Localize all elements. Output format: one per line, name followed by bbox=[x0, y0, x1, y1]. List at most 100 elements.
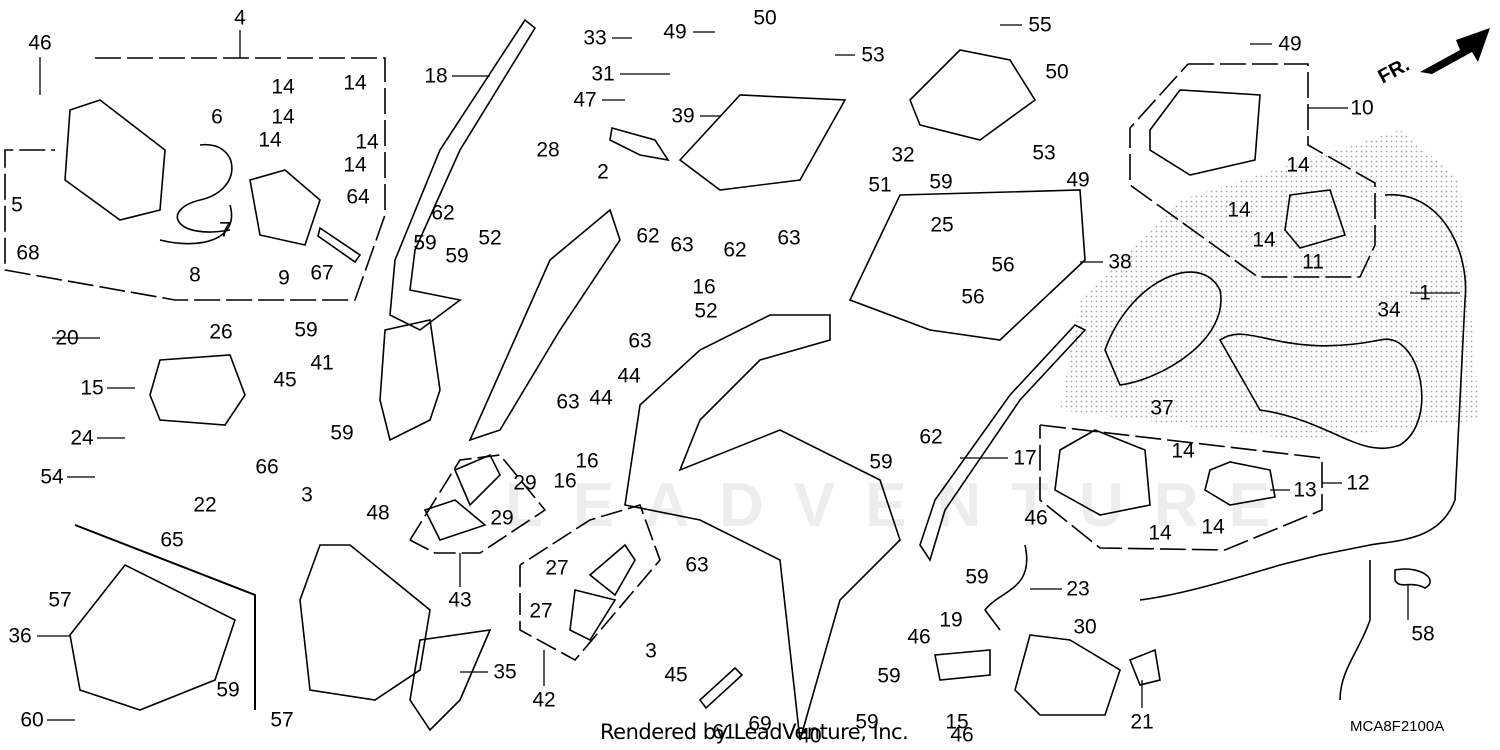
part-callout-14[interactable]: 14 bbox=[1201, 515, 1225, 539]
part-callout-52[interactable]: 52 bbox=[694, 299, 718, 323]
part-callout-26[interactable]: 26 bbox=[209, 320, 233, 344]
part-callout-34[interactable]: 34 bbox=[1377, 298, 1401, 322]
part-callout-63[interactable]: 63 bbox=[628, 329, 652, 353]
part-callout-28[interactable]: 28 bbox=[536, 138, 560, 162]
part-callout-59[interactable]: 59 bbox=[413, 231, 437, 255]
part-callout-44[interactable]: 44 bbox=[589, 386, 613, 410]
part-callout-41[interactable]: 41 bbox=[310, 351, 334, 375]
part-callout-4[interactable]: 4 bbox=[234, 6, 246, 30]
part-callout-16[interactable]: 16 bbox=[575, 449, 599, 473]
part-callout-45[interactable]: 45 bbox=[273, 368, 297, 392]
part-callout-55[interactable]: 55 bbox=[1028, 13, 1052, 37]
part-callout-67[interactable]: 67 bbox=[310, 261, 334, 285]
part-callout-44[interactable]: 44 bbox=[617, 364, 641, 388]
part-callout-47[interactable]: 47 bbox=[573, 88, 597, 112]
part-callout-9[interactable]: 9 bbox=[278, 266, 290, 290]
part-callout-31[interactable]: 31 bbox=[591, 62, 615, 86]
part-callout-5[interactable]: 5 bbox=[11, 193, 23, 217]
part-callout-14[interactable]: 14 bbox=[1227, 198, 1251, 222]
part-callout-16[interactable]: 16 bbox=[553, 469, 577, 493]
part-callout-33[interactable]: 33 bbox=[583, 26, 607, 50]
part-callout-14[interactable]: 14 bbox=[271, 75, 295, 99]
part-callout-23[interactable]: 23 bbox=[1066, 577, 1090, 601]
part-callout-60[interactable]: 60 bbox=[20, 708, 44, 732]
part-callout-11[interactable]: 11 bbox=[1302, 250, 1324, 274]
part-callout-2[interactable]: 2 bbox=[597, 160, 609, 184]
part-callout-68[interactable]: 68 bbox=[16, 241, 40, 265]
part-callout-14[interactable]: 14 bbox=[1286, 153, 1310, 177]
part-callout-65[interactable]: 65 bbox=[160, 528, 184, 552]
part-callout-14[interactable]: 14 bbox=[343, 71, 367, 95]
part-callout-14[interactable]: 14 bbox=[271, 105, 295, 129]
part-callout-46[interactable]: 46 bbox=[907, 625, 931, 649]
part-callout-17[interactable]: 17 bbox=[1013, 446, 1037, 470]
part-callout-54[interactable]: 54 bbox=[40, 465, 64, 489]
part-callout-49[interactable]: 49 bbox=[1066, 168, 1090, 192]
part-callout-50[interactable]: 50 bbox=[1045, 60, 1069, 84]
part-callout-40[interactable]: 40 bbox=[798, 724, 822, 748]
part-callout-38[interactable]: 38 bbox=[1108, 250, 1132, 274]
part-callout-1[interactable]: 1 bbox=[1419, 281, 1431, 305]
part-callout-7[interactable]: 7 bbox=[219, 218, 231, 242]
part-callout-46[interactable]: 46 bbox=[950, 723, 974, 747]
part-callout-14[interactable]: 14 bbox=[1171, 439, 1195, 463]
part-callout-48[interactable]: 48 bbox=[366, 501, 390, 525]
part-callout-45[interactable]: 45 bbox=[664, 663, 688, 687]
part-callout-14[interactable]: 14 bbox=[258, 128, 282, 152]
part-callout-63[interactable]: 63 bbox=[777, 226, 801, 250]
part-callout-59[interactable]: 59 bbox=[294, 318, 318, 342]
part-callout-56[interactable]: 56 bbox=[961, 285, 985, 309]
part-callout-59[interactable]: 59 bbox=[445, 244, 469, 268]
part-callout-59[interactable]: 59 bbox=[855, 710, 879, 734]
part-callout-30[interactable]: 30 bbox=[1073, 615, 1097, 639]
part-callout-14[interactable]: 14 bbox=[343, 153, 367, 177]
part-callout-18[interactable]: 18 bbox=[424, 64, 448, 88]
part-callout-52[interactable]: 52 bbox=[478, 226, 502, 250]
part-callout-63[interactable]: 63 bbox=[685, 553, 709, 577]
part-callout-61[interactable]: 61 bbox=[712, 720, 736, 744]
part-callout-62[interactable]: 62 bbox=[919, 425, 943, 449]
part-callout-53[interactable]: 53 bbox=[861, 43, 885, 67]
part-callout-46[interactable]: 46 bbox=[1024, 506, 1048, 530]
part-callout-6[interactable]: 6 bbox=[211, 105, 223, 129]
part-callout-49[interactable]: 49 bbox=[1278, 32, 1302, 56]
part-callout-59[interactable]: 59 bbox=[877, 664, 901, 688]
part-callout-3[interactable]: 3 bbox=[301, 483, 313, 507]
part-callout-21[interactable]: 21 bbox=[1130, 710, 1154, 734]
part-callout-14[interactable]: 14 bbox=[1252, 228, 1276, 252]
part-callout-46[interactable]: 46 bbox=[28, 31, 52, 55]
part-callout-66[interactable]: 66 bbox=[255, 455, 279, 479]
part-callout-59[interactable]: 59 bbox=[929, 170, 953, 194]
part-callout-57[interactable]: 57 bbox=[270, 708, 294, 732]
part-callout-29[interactable]: 29 bbox=[490, 506, 514, 530]
part-callout-42[interactable]: 42 bbox=[532, 688, 556, 712]
part-callout-27[interactable]: 27 bbox=[529, 599, 553, 623]
part-callout-59[interactable]: 59 bbox=[965, 565, 989, 589]
part-callout-62[interactable]: 62 bbox=[431, 201, 455, 225]
part-callout-16[interactable]: 16 bbox=[692, 275, 716, 299]
part-callout-56[interactable]: 56 bbox=[991, 253, 1015, 277]
part-callout-14[interactable]: 14 bbox=[1148, 521, 1172, 545]
part-callout-14[interactable]: 14 bbox=[355, 130, 379, 154]
part-callout-19[interactable]: 19 bbox=[939, 608, 963, 632]
part-callout-8[interactable]: 8 bbox=[189, 263, 201, 287]
part-callout-15[interactable]: 15 bbox=[80, 376, 104, 400]
part-callout-51[interactable]: 51 bbox=[868, 173, 892, 197]
part-callout-59[interactable]: 59 bbox=[216, 678, 240, 702]
part-callout-50[interactable]: 50 bbox=[753, 6, 777, 30]
part-callout-49[interactable]: 49 bbox=[663, 20, 687, 44]
part-callout-64[interactable]: 64 bbox=[346, 185, 370, 209]
part-callout-57[interactable]: 57 bbox=[48, 588, 72, 612]
part-callout-63[interactable]: 63 bbox=[556, 390, 580, 414]
part-callout-13[interactable]: 13 bbox=[1293, 478, 1317, 502]
part-callout-12[interactable]: 12 bbox=[1346, 471, 1370, 495]
part-callout-32[interactable]: 32 bbox=[891, 143, 915, 167]
part-callout-59[interactable]: 59 bbox=[330, 421, 354, 445]
part-callout-20[interactable]: 20 bbox=[55, 326, 79, 350]
part-callout-59[interactable]: 59 bbox=[869, 450, 893, 474]
part-callout-62[interactable]: 62 bbox=[723, 238, 747, 262]
part-callout-10[interactable]: 10 bbox=[1350, 96, 1374, 120]
part-callout-63[interactable]: 63 bbox=[670, 233, 694, 257]
part-callout-22[interactable]: 22 bbox=[193, 493, 217, 517]
part-callout-35[interactable]: 35 bbox=[493, 660, 517, 684]
